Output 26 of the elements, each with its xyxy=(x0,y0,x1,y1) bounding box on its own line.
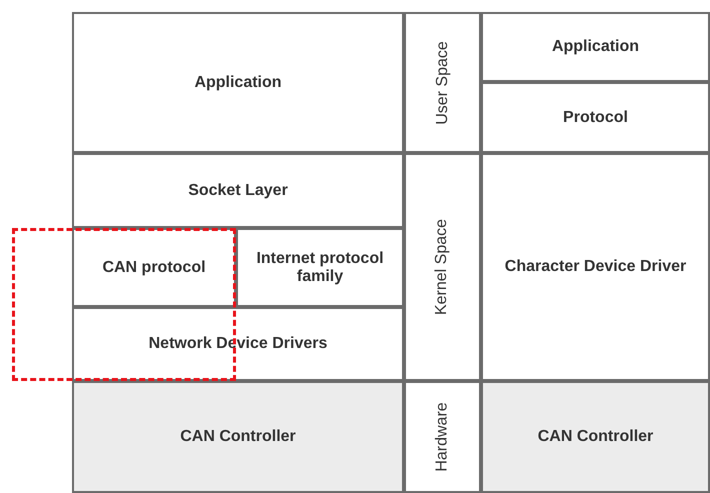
layer-label: Character Device Driver xyxy=(504,258,688,276)
layer-box xyxy=(236,228,404,307)
layer-box xyxy=(72,153,404,228)
band-label: User Space xyxy=(434,40,452,126)
layer-box xyxy=(481,12,710,82)
layer-label: CAN Controller xyxy=(179,428,297,446)
layer-label: CAN protocol xyxy=(101,258,207,276)
space-band xyxy=(404,12,481,153)
band-label: Kernel Space xyxy=(434,218,452,318)
layer-label: CAN Controller xyxy=(536,428,654,446)
layer-label: Protocol xyxy=(562,108,629,126)
band-label: Hardware xyxy=(434,401,452,474)
layer-label: Application xyxy=(193,74,283,92)
layer-label: Network Device Drivers xyxy=(148,335,328,353)
layer-label: Internet protocol family xyxy=(255,250,385,286)
layer-box xyxy=(481,381,710,493)
layer-box xyxy=(72,12,404,153)
layer-box xyxy=(481,82,710,153)
layer-label: Socket Layer xyxy=(187,182,289,200)
layer-label: Application xyxy=(550,38,640,56)
layer-box xyxy=(481,153,710,381)
space-band xyxy=(404,381,481,493)
space-band xyxy=(404,153,481,381)
layer-box xyxy=(72,307,404,381)
layer-box xyxy=(72,381,404,493)
layer-box xyxy=(72,228,236,307)
